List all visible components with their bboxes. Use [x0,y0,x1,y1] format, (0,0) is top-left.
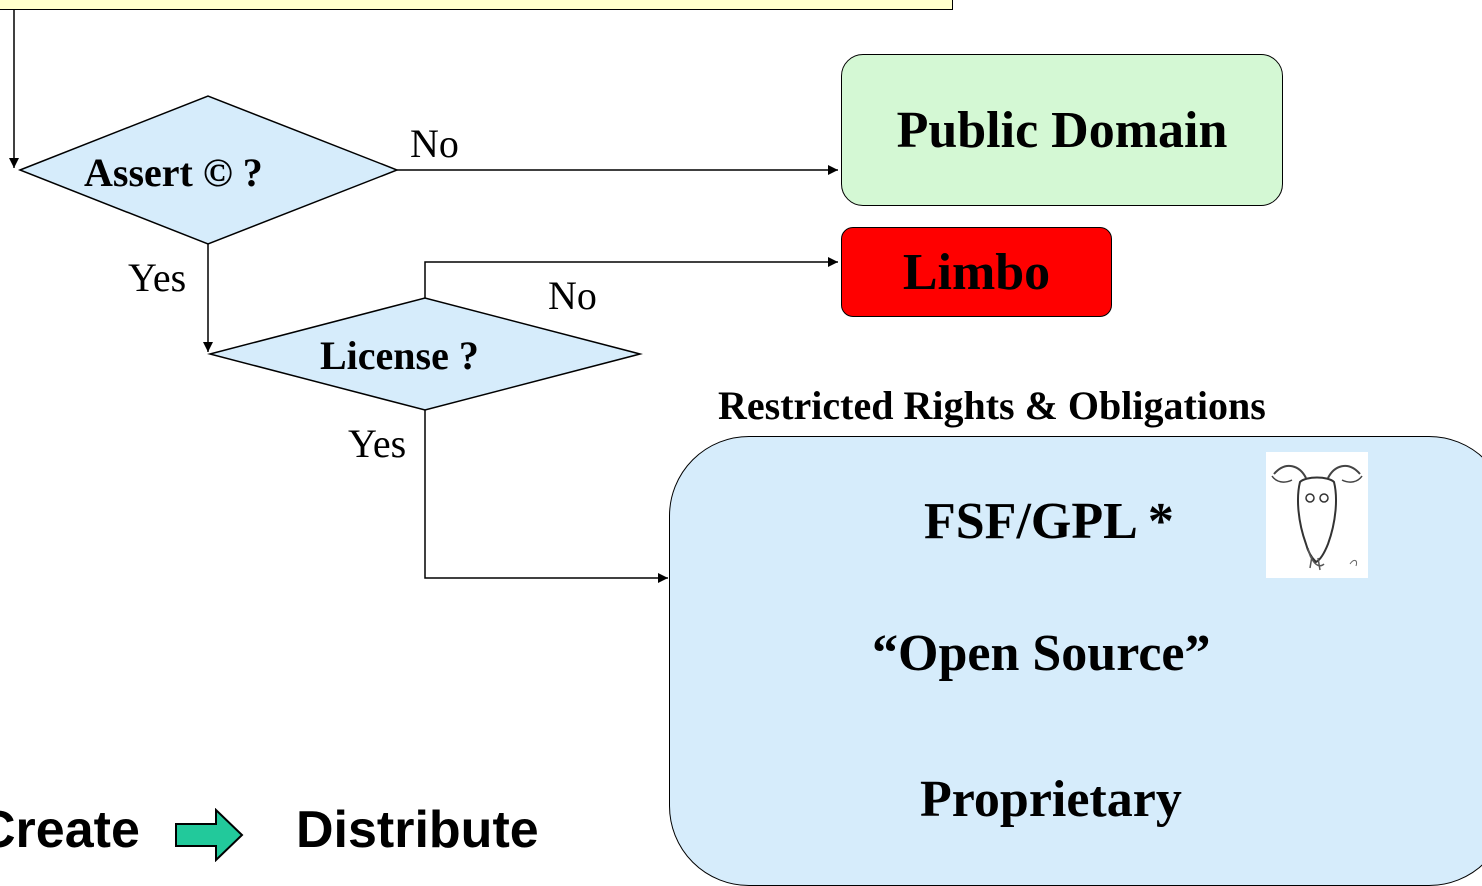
restricted-item-proprietary: Proprietary [920,771,1182,828]
restricted-title: Restricted Rights & Obligations [718,383,1266,428]
right-arrow-icon [174,807,244,863]
edge-label-license-no: No [548,273,597,318]
limbo-box: Limbo [841,227,1112,317]
license-label: License ? [320,333,479,378]
top-box [0,0,953,10]
assert-label: Assert © ? [84,150,263,195]
restricted-item-open-source: “Open Source” [872,625,1211,682]
edge-license-no [424,257,838,298]
edge-label-assert-no: No [410,121,459,166]
public-domain-label: Public Domain [896,101,1228,159]
edge-label-license-yes: Yes [348,421,407,466]
edge-license-yes [424,410,668,583]
footer-create: Create [0,801,140,859]
edge-label-assert-yes: Yes [128,255,187,300]
limbo-label: Limbo [902,243,1051,301]
restricted-item-fsf: FSF/GPL * [924,493,1174,550]
gnu-head-icon [1266,452,1368,578]
license-diamond [207,297,643,411]
footer-distribute: Distribute [296,801,539,859]
public-domain-box: Public Domain [841,54,1283,206]
